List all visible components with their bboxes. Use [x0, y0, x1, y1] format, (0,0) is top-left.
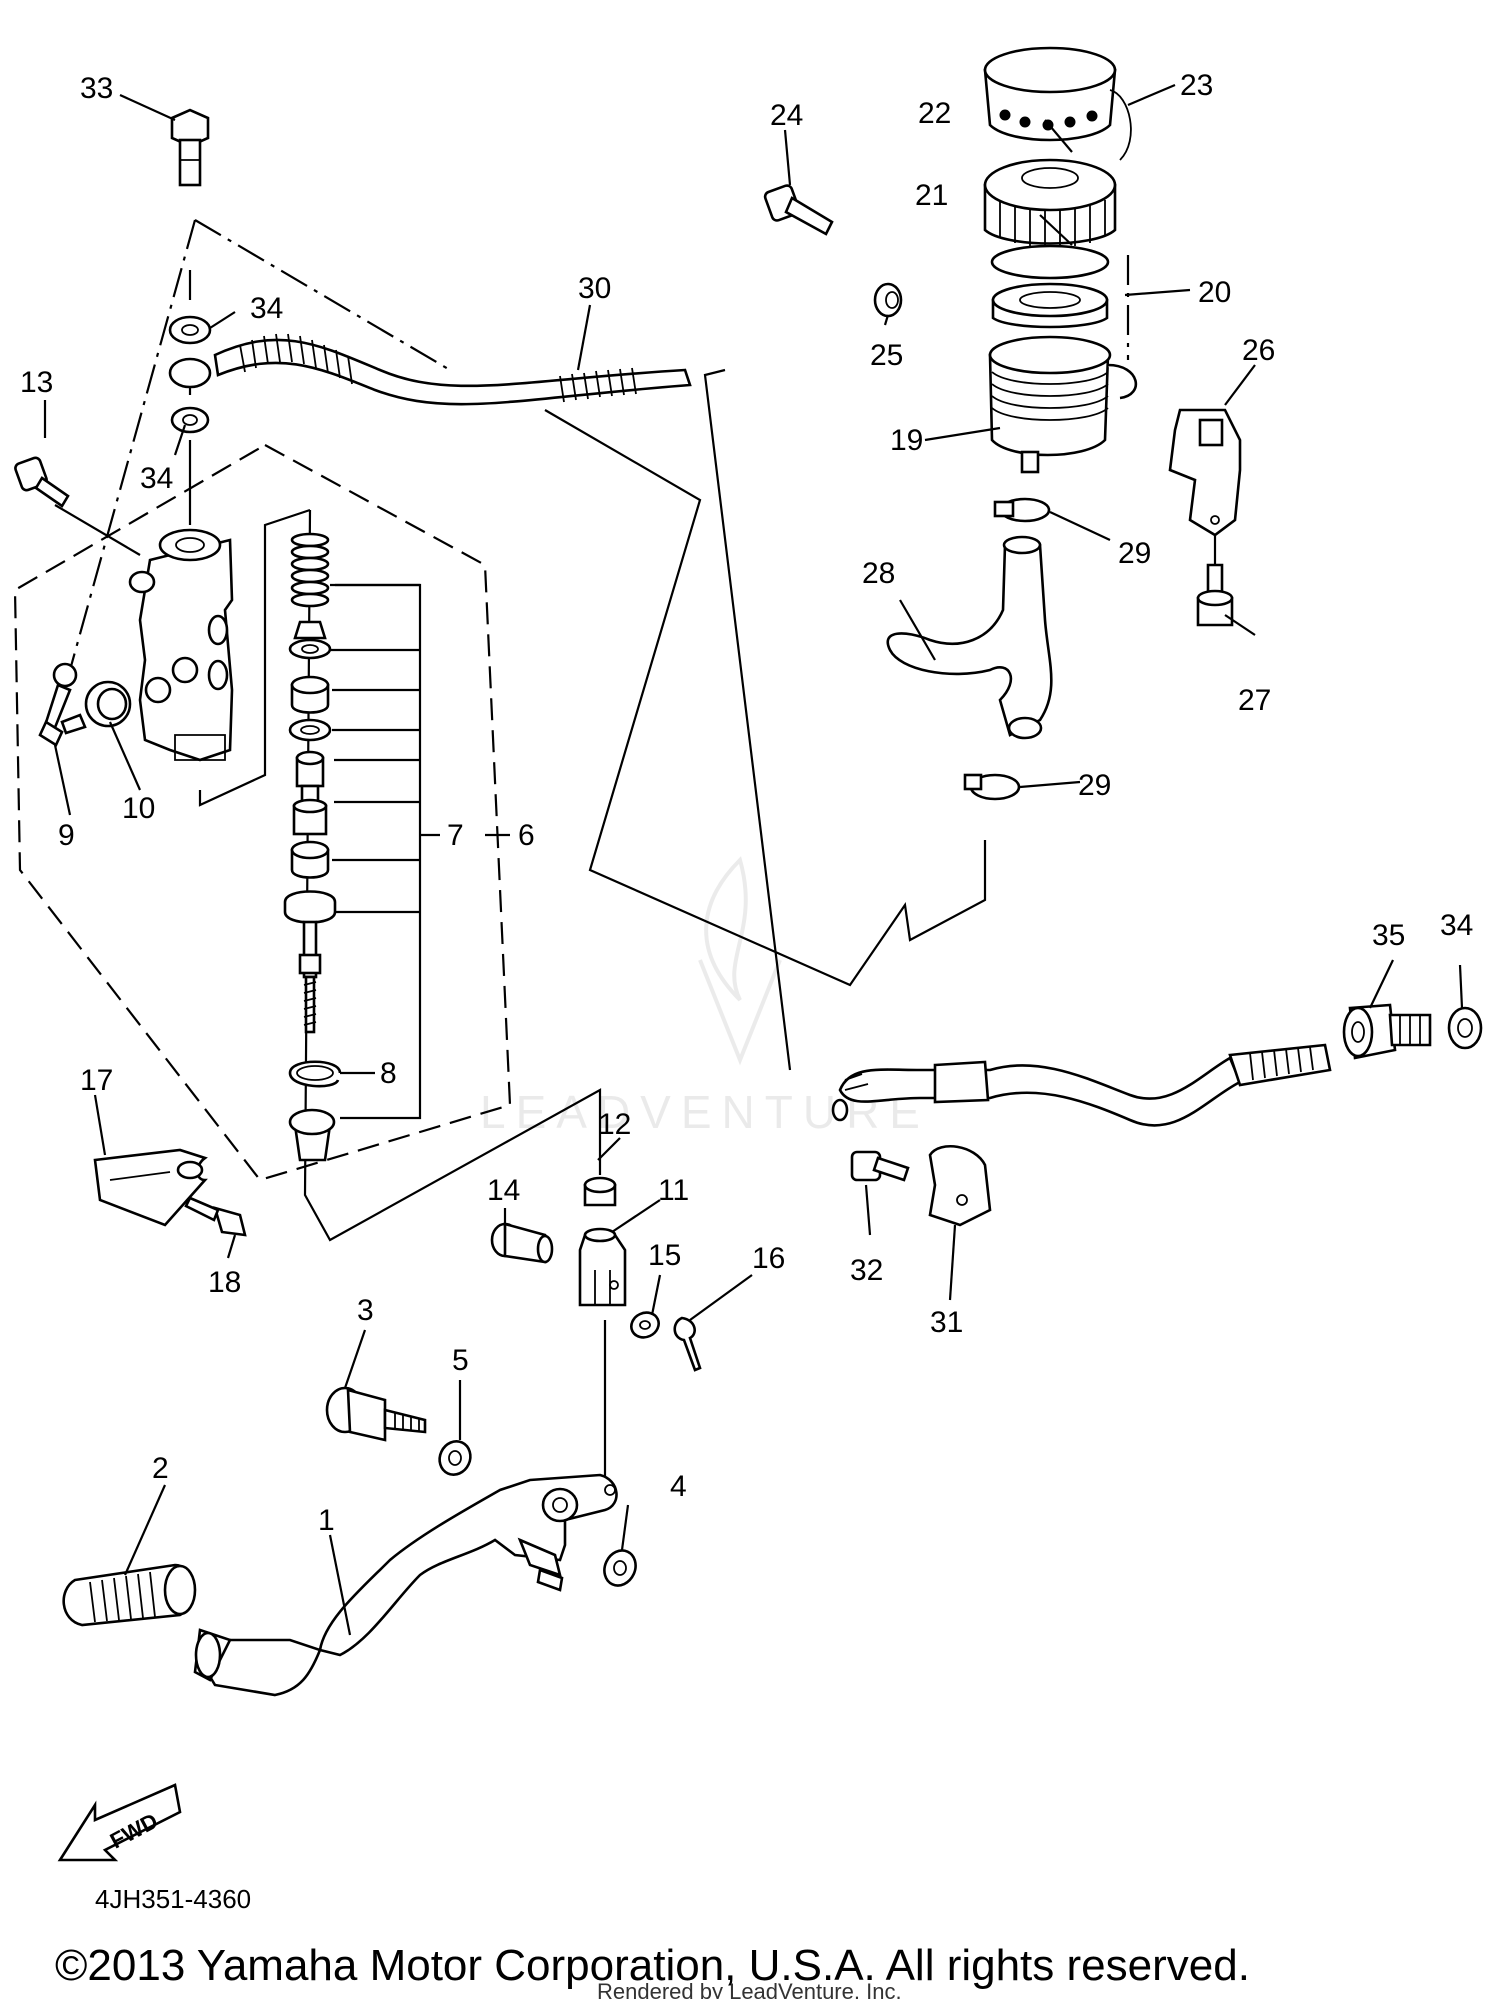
primary-cup: [290, 675, 330, 714]
label-1: 1: [318, 1504, 335, 1537]
circlip-8: [288, 1060, 342, 1088]
washer-34-right: [1447, 1006, 1483, 1050]
spring: [290, 532, 330, 608]
cotter-pin-16: [673, 1316, 702, 1372]
flame-logo-icon: [698, 856, 782, 1066]
piston: [292, 750, 328, 836]
grommet-25: [873, 282, 903, 318]
leader-lines: [43, 83, 1464, 1636]
label-9: 9: [58, 819, 75, 852]
label-14: 14: [487, 1174, 520, 1207]
label-6: 6: [518, 819, 535, 852]
copyright-notice: ©2013 Yamaha Motor Corporation, U.S.A. A…: [55, 1941, 1250, 1990]
label-28: 28: [862, 557, 895, 590]
label-29-top: 29: [1118, 537, 1151, 570]
washer-piston: [288, 718, 332, 742]
reservoir-19: [988, 335, 1138, 474]
label-10: 10: [122, 792, 155, 825]
label-16: 16: [752, 1242, 785, 1275]
bolt-32: [850, 1150, 910, 1182]
reservoir-cap-22: [983, 158, 1117, 247]
brake-pedal-1: [193, 1473, 618, 1697]
label-15: 15: [648, 1239, 681, 1272]
hose-clamp-29-bottom: [963, 773, 1021, 801]
bleed-screw-9: [38, 662, 87, 747]
label-13: 13: [20, 366, 53, 399]
label-18: 18: [208, 1266, 241, 1299]
diagram-code: 4JH351-4360: [95, 1884, 251, 1914]
dust-boot: [288, 1108, 336, 1162]
protector-23: [983, 46, 1132, 161]
union-bolt-33: [170, 108, 210, 187]
bracket-17: [93, 1148, 208, 1227]
washer-4: [603, 1549, 637, 1587]
label-4: 4: [670, 1470, 687, 1503]
label-19: 19: [890, 424, 923, 457]
label-22: 22: [918, 97, 951, 130]
label-34-left: 34: [140, 462, 173, 495]
fwd-arrow-icon: FWD: [57, 1783, 182, 1862]
washer-5: [438, 1440, 472, 1476]
pivot-bolt-3: [325, 1386, 427, 1442]
pin-14: [490, 1222, 554, 1264]
master-cylinder-body: [128, 528, 234, 762]
label-23: 23: [1180, 69, 1213, 102]
label-35: 35: [1372, 919, 1405, 952]
diaphragm-20: [991, 282, 1109, 329]
label-5: 5: [452, 1344, 469, 1377]
label-26: 26: [1242, 334, 1275, 367]
nut-12: [583, 1176, 617, 1207]
washer-15: [630, 1311, 660, 1339]
label-25: 25: [870, 339, 903, 372]
secondary-cup: [290, 840, 330, 879]
label-11: 11: [658, 1174, 689, 1207]
label-2: 2: [152, 1452, 169, 1485]
lower-hose: [831, 1043, 1332, 1127]
hose-holder-31: [928, 1145, 992, 1227]
bolt-24: [763, 184, 834, 236]
label-29-bottom: 29: [1078, 769, 1111, 802]
push-rod: [283, 890, 337, 1034]
label-34-top: 34: [250, 292, 283, 325]
label-32: 32: [850, 1254, 883, 1287]
rendered-by-credit: Rendered by LeadVenture, Inc.: [597, 1979, 902, 1999]
label-21: 21: [915, 179, 948, 212]
label-34-right: 34: [1440, 909, 1473, 942]
brake-hose-30: [213, 333, 692, 406]
label-33: 33: [80, 72, 113, 105]
label-12: 12: [598, 1108, 631, 1141]
label-17: 17: [80, 1064, 113, 1097]
bracket-26: [1168, 408, 1242, 537]
spring-seat: [288, 620, 332, 660]
label-27: 27: [1238, 684, 1271, 717]
plate-21: [990, 244, 1110, 280]
label-30: 30: [578, 272, 611, 305]
cap-10: [84, 680, 132, 728]
hose-clamp-29-top: [993, 497, 1051, 523]
label-7: 7: [447, 819, 464, 852]
label-24: 24: [770, 99, 803, 132]
washer-34-top: [168, 315, 212, 434]
union-35: [1342, 1003, 1432, 1060]
label-20: 20: [1198, 276, 1231, 309]
part-number-labels: 1 2 3 4 5 6 7 8 9 10 11 12 13 14 15 16 1…: [20, 69, 1473, 1537]
label-3: 3: [357, 1294, 374, 1327]
reservoir-hose-28: [886, 535, 1053, 740]
foot-rubber-2: [62, 1563, 197, 1627]
screw-18: [184, 1196, 247, 1237]
bolt-27: [1196, 563, 1234, 627]
label-8: 8: [380, 1057, 397, 1090]
label-31: 31: [930, 1306, 963, 1339]
bolt-13: [14, 456, 70, 508]
clevis-11: [578, 1227, 627, 1307]
